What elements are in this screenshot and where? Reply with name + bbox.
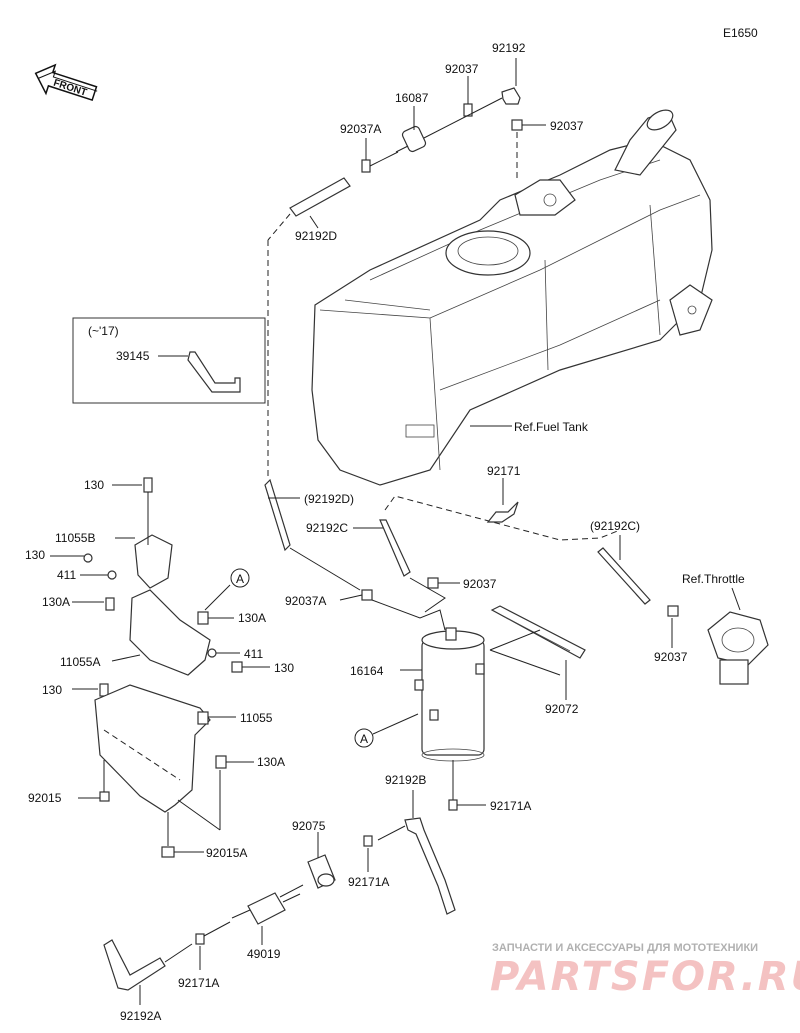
inset-part-label: 39145	[116, 349, 150, 363]
bracket-92072	[490, 605, 586, 659]
diagram-code: E1650	[723, 26, 758, 40]
bolt-130-d	[99, 683, 109, 697]
callout-92171-top: 92171	[487, 464, 521, 478]
callout-92037-mid: 92037	[463, 577, 497, 591]
washer-411-b	[207, 648, 217, 658]
callout-16087: 16087	[395, 91, 429, 105]
fuel-tank	[311, 109, 713, 486]
bolt-130A-c	[215, 755, 227, 769]
hose-92192A	[103, 939, 166, 991]
callout-92037-top: 92037	[445, 62, 479, 76]
washer-411-a	[107, 570, 117, 580]
callout-92192C-paren: (92192C)	[590, 519, 640, 533]
watermark-tagline: ЗАПЧАСТИ И АКСЕССУАРЫ ДЛЯ МОТОТЕХНИКИ	[492, 942, 758, 954]
hose-92192C-right	[597, 547, 651, 605]
callout-411-a: 411	[57, 568, 76, 582]
hose-92192B	[404, 817, 456, 915]
clamp-92037A-mid	[361, 589, 373, 601]
clip-92171A-a	[448, 799, 458, 811]
inset-range-label: (~'17)	[88, 324, 119, 338]
hose-92192	[501, 87, 521, 105]
nut-92015	[99, 791, 110, 802]
throttle-ref-label: Ref.Throttle	[682, 572, 745, 586]
callout-92171A-c: 92171A	[178, 976, 219, 990]
bracket-11055A	[105, 589, 211, 676]
canister-16164	[414, 627, 485, 762]
callout-92037-right: 92037	[550, 119, 584, 133]
callout-130-d: 130	[42, 683, 62, 697]
hose-39145	[187, 351, 241, 393]
callout-92171A-a: 92171A	[490, 799, 531, 813]
front-arrow-icon: FRONT	[34, 63, 98, 102]
callout-92192D-paren: (92192D)	[304, 492, 354, 506]
callout-130-b: 130	[25, 548, 45, 562]
hose-92192C	[379, 519, 411, 577]
marker-a-upper-label: A	[236, 572, 244, 586]
clamp-92037-right	[511, 119, 523, 131]
callout-92037-throttle: 92037	[654, 650, 688, 664]
bolt-130-c	[231, 661, 243, 673]
callout-16164: 16164	[350, 664, 384, 678]
hose-92192D	[289, 177, 351, 217]
watermark-logo: PARTSFOR.RU	[490, 954, 800, 1000]
marker-a-lower-label: A	[360, 732, 368, 746]
callout-130A-b: 130A	[238, 611, 266, 625]
callout-411-b: 411	[244, 647, 263, 661]
callout-92171A-b: 92171A	[348, 875, 389, 889]
nut-92015A	[161, 846, 175, 858]
callout-92192A: 92192A	[120, 1009, 161, 1023]
bolt-130A-b	[197, 611, 209, 625]
bracket-11055B	[134, 477, 173, 589]
callout-130A-c: 130A	[257, 755, 285, 769]
callout-130-c: 130	[274, 661, 294, 675]
clip-92171A-c	[195, 933, 205, 945]
bolt-130-b	[83, 553, 93, 563]
callout-92072: 92072	[545, 702, 579, 716]
clamp-92037-mid	[427, 577, 439, 589]
callout-11055B: 11055B	[55, 531, 95, 545]
callout-130-a: 130	[84, 478, 104, 492]
callout-49019: 49019	[247, 947, 281, 961]
clamp-92037A-top	[361, 159, 371, 173]
filter-92075	[307, 854, 336, 889]
fuel-tank-ref-label: Ref.Fuel Tank	[514, 420, 589, 434]
valve-16087	[395, 125, 427, 153]
filter-49019	[231, 892, 301, 925]
callout-92037A-top: 92037A	[340, 122, 381, 136]
callout-92015A: 92015A	[206, 846, 247, 860]
callout-92192: 92192	[492, 41, 526, 55]
clip-92171A-b	[363, 835, 373, 847]
callout-130A-a: 130A	[42, 595, 70, 609]
marker-a-lower	[354, 728, 374, 748]
callout-92075: 92075	[292, 819, 326, 833]
callout-11055: 11055	[240, 711, 273, 725]
bracket-11055	[94, 684, 211, 813]
nut-11055	[197, 711, 209, 725]
callout-92037A-mid: 92037A	[285, 594, 326, 608]
clamp-92037-throttle	[667, 605, 679, 617]
hose-92192D-lower	[264, 478, 291, 552]
callout-92192B: 92192B	[385, 773, 426, 787]
clip-92171-top	[486, 501, 519, 523]
marker-a-upper	[230, 568, 250, 588]
callout-92192D: 92192D	[295, 229, 337, 243]
inset-box: (~'17) 39145	[72, 317, 266, 404]
callout-92192C: 92192C	[306, 521, 348, 535]
callout-11055A: 11055A	[60, 655, 100, 669]
throttle-body	[707, 611, 769, 685]
callout-92015: 92015	[28, 791, 62, 805]
